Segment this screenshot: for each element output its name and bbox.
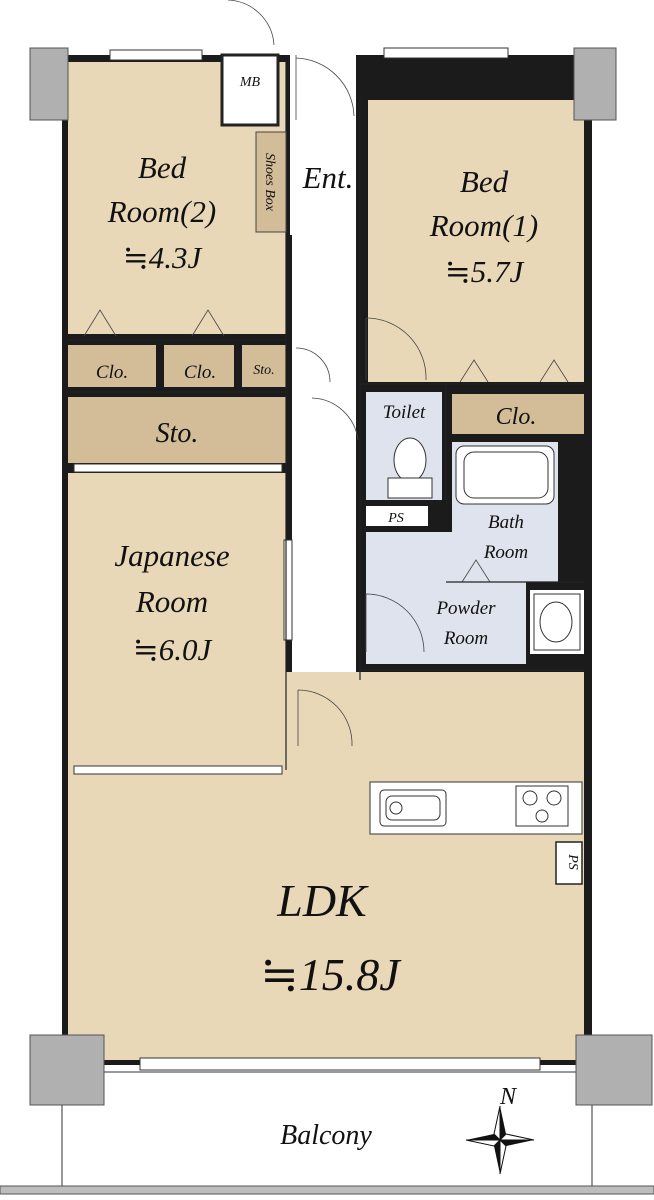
closet-label: Clo.: [96, 362, 128, 383]
mb-box: [220, 53, 280, 127]
ps-kitchen-label: PS: [565, 853, 580, 870]
closet-door-mark: [539, 359, 569, 383]
door-swing: [365, 593, 425, 653]
kitchen-drain: [389, 801, 403, 815]
bathtub-inner: [463, 451, 549, 499]
closet-right-area: [452, 394, 584, 434]
column-top-right: [573, 47, 617, 121]
ldk-area-label: ≒15.8J: [260, 949, 402, 1000]
japanese-room-top-slide: [73, 463, 283, 473]
ldk-lower-left: [68, 775, 358, 1060]
stove-burner: [522, 790, 538, 806]
stove-burner: [546, 790, 562, 806]
shoes-box: [255, 131, 287, 233]
closet-door-mark: [461, 559, 491, 583]
closet-door-mark: [459, 359, 489, 383]
balcony-rail: [0, 1185, 654, 1195]
ps-label: PS: [387, 511, 404, 526]
column-top-left: [29, 47, 69, 121]
bedroom1-label: Bed: [460, 164, 509, 199]
ldk-label: LDK: [276, 875, 369, 926]
bedroom2-area-label: ≒4.3J: [123, 240, 203, 275]
toilet-label: Toilet: [383, 402, 426, 423]
bath-label: Bath: [488, 512, 524, 533]
column-bottom-right: [575, 1034, 653, 1106]
entrance-area: [290, 55, 356, 235]
bath-label: Room: [483, 542, 528, 563]
door-swing: [311, 397, 359, 441]
japanese-room-area-label: ≒6.0J: [133, 632, 213, 667]
bedroom1-area: [368, 100, 584, 382]
entrance-door-swing: [295, 55, 355, 120]
closet-door-mark: [191, 309, 225, 337]
compass-icon: [465, 1105, 535, 1175]
closets-mid-area: [164, 345, 234, 387]
window-bottom: [139, 1057, 541, 1071]
kitchen-sink-inner: [385, 795, 441, 821]
stove-burner: [535, 809, 549, 823]
entrance-label: Ent.: [302, 160, 354, 195]
ps-kitchen-box: [555, 841, 583, 885]
toilet-bowl: [393, 437, 427, 483]
compass-north-label: N: [499, 1084, 518, 1110]
storage-long-area: [68, 397, 286, 463]
powder-label: Room: [443, 628, 488, 649]
closet-door-mark: [83, 309, 117, 337]
japanese-room-bottom-slide: [73, 765, 283, 775]
powder-area: [366, 532, 526, 664]
bedroom2-label: Bed: [138, 150, 187, 185]
toilet-tank: [387, 477, 433, 499]
powder-label: Powder: [435, 598, 496, 619]
washbasin: [539, 601, 573, 643]
bedroom2-label: Room(2): [107, 194, 216, 229]
storage-label: Sto.: [156, 418, 199, 449]
bedroom1-area-label: ≒5.7J: [445, 254, 525, 289]
column-bottom-left: [29, 1034, 105, 1106]
door-swing: [295, 347, 331, 383]
closet-label: Clo.: [184, 362, 216, 383]
closets-left-area: [68, 345, 156, 387]
mb-door-swing: [227, 0, 275, 46]
door-swing: [297, 689, 353, 747]
bedroom1-label: Room(1): [429, 208, 538, 243]
ps-small-area: [366, 506, 428, 526]
japanese-room-side-slide: [283, 539, 293, 641]
japanese-room-label: Room: [135, 584, 208, 619]
window-top-right: [383, 47, 509, 59]
mb-label: MB: [239, 75, 261, 90]
shoes-box-label: Shoes Box: [262, 153, 277, 212]
storage-small-label: Sto.: [253, 363, 274, 378]
window-top-left: [109, 49, 203, 61]
closet-right-label: Clo.: [496, 404, 537, 430]
door-swing: [365, 317, 427, 381]
sto-small-area: [242, 345, 286, 387]
japanese-room-label: Japanese: [114, 538, 230, 573]
balcony-label: Balcony: [280, 1120, 372, 1151]
